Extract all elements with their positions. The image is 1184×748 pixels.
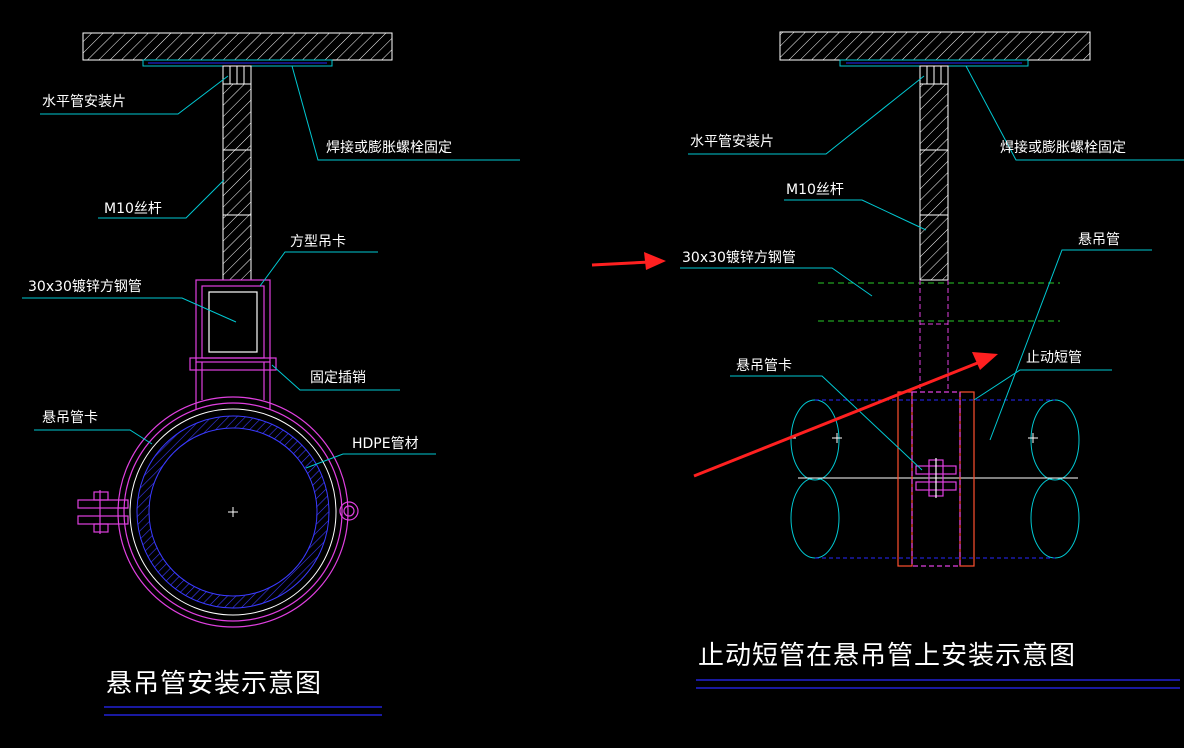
left-label-plate: 水平管安装片: [42, 94, 126, 110]
left-rod-connector: [222, 65, 252, 85]
left-clamp-ear: [339, 501, 359, 521]
left-title: 悬吊管安装示意图: [106, 669, 322, 699]
red-arrow-left: [591, 252, 666, 270]
right-pipe-upper: [790, 399, 1080, 481]
right-label-weld: 焊接或膨胀螺栓固定: [1000, 139, 1126, 156]
right-threaded-rod: [919, 83, 949, 281]
annotation-arrows: [591, 252, 998, 478]
left-label-rod: M10丝杆: [104, 201, 162, 217]
left-ceiling-slab: [82, 32, 393, 61]
right-leaders: [680, 65, 1184, 471]
left-steel-tube: [208, 291, 258, 353]
right-label-hanging-pipe: 悬吊管: [1078, 232, 1120, 248]
left-label-steel-tube: 30x30镀锌方钢管: [28, 278, 142, 295]
right-label-stop-pipe: 止动短管: [1026, 350, 1082, 366]
right-label-pipe-clamp: 悬吊管卡: [736, 358, 792, 374]
left-fixing-pin: [189, 357, 277, 371]
red-arrow-diagonal: [693, 352, 998, 478]
right-title: 止动短管在悬吊管上安装示意图: [698, 641, 1076, 671]
right-pipe-centermarks: [790, 433, 1038, 443]
left-label-square-clamp: 方型吊卡: [290, 234, 346, 250]
right-drawing: 水平管安装片 焊接或膨胀螺栓固定 M10丝杆 悬吊管 30x30镀锌方钢管 止动…: [680, 31, 1184, 689]
left-pipe-assembly: [117, 396, 349, 628]
left-label-pin: 固定插销: [310, 370, 366, 386]
left-threaded-rod: [222, 83, 252, 281]
right-pipe-edges: [815, 399, 1055, 559]
right-clamp-bolt: [915, 458, 957, 498]
left-label-pipe-clamp: 悬吊管卡: [42, 410, 98, 426]
left-square-clamp: [195, 279, 271, 410]
right-hanger-dashed: [919, 280, 949, 392]
left-clamp-bolt: [77, 490, 129, 534]
right-label-steel-tube: 30x30镀锌方钢管: [682, 249, 796, 266]
left-leaders: [22, 65, 520, 469]
right-label-rod: M10丝杆: [786, 182, 844, 198]
right-ceiling-slab: [779, 31, 1091, 61]
left-drawing: 水平管安装片 焊接或膨胀螺栓固定 M10丝杆 方型吊卡 30x30镀锌方钢管 固…: [22, 32, 520, 716]
right-rod-connector: [919, 65, 949, 85]
left-label-weld: 焊接或膨胀螺栓固定: [326, 139, 452, 156]
right-label-plate: 水平管安装片: [690, 134, 774, 150]
left-label-hdpe: HDPE管材: [352, 436, 419, 452]
